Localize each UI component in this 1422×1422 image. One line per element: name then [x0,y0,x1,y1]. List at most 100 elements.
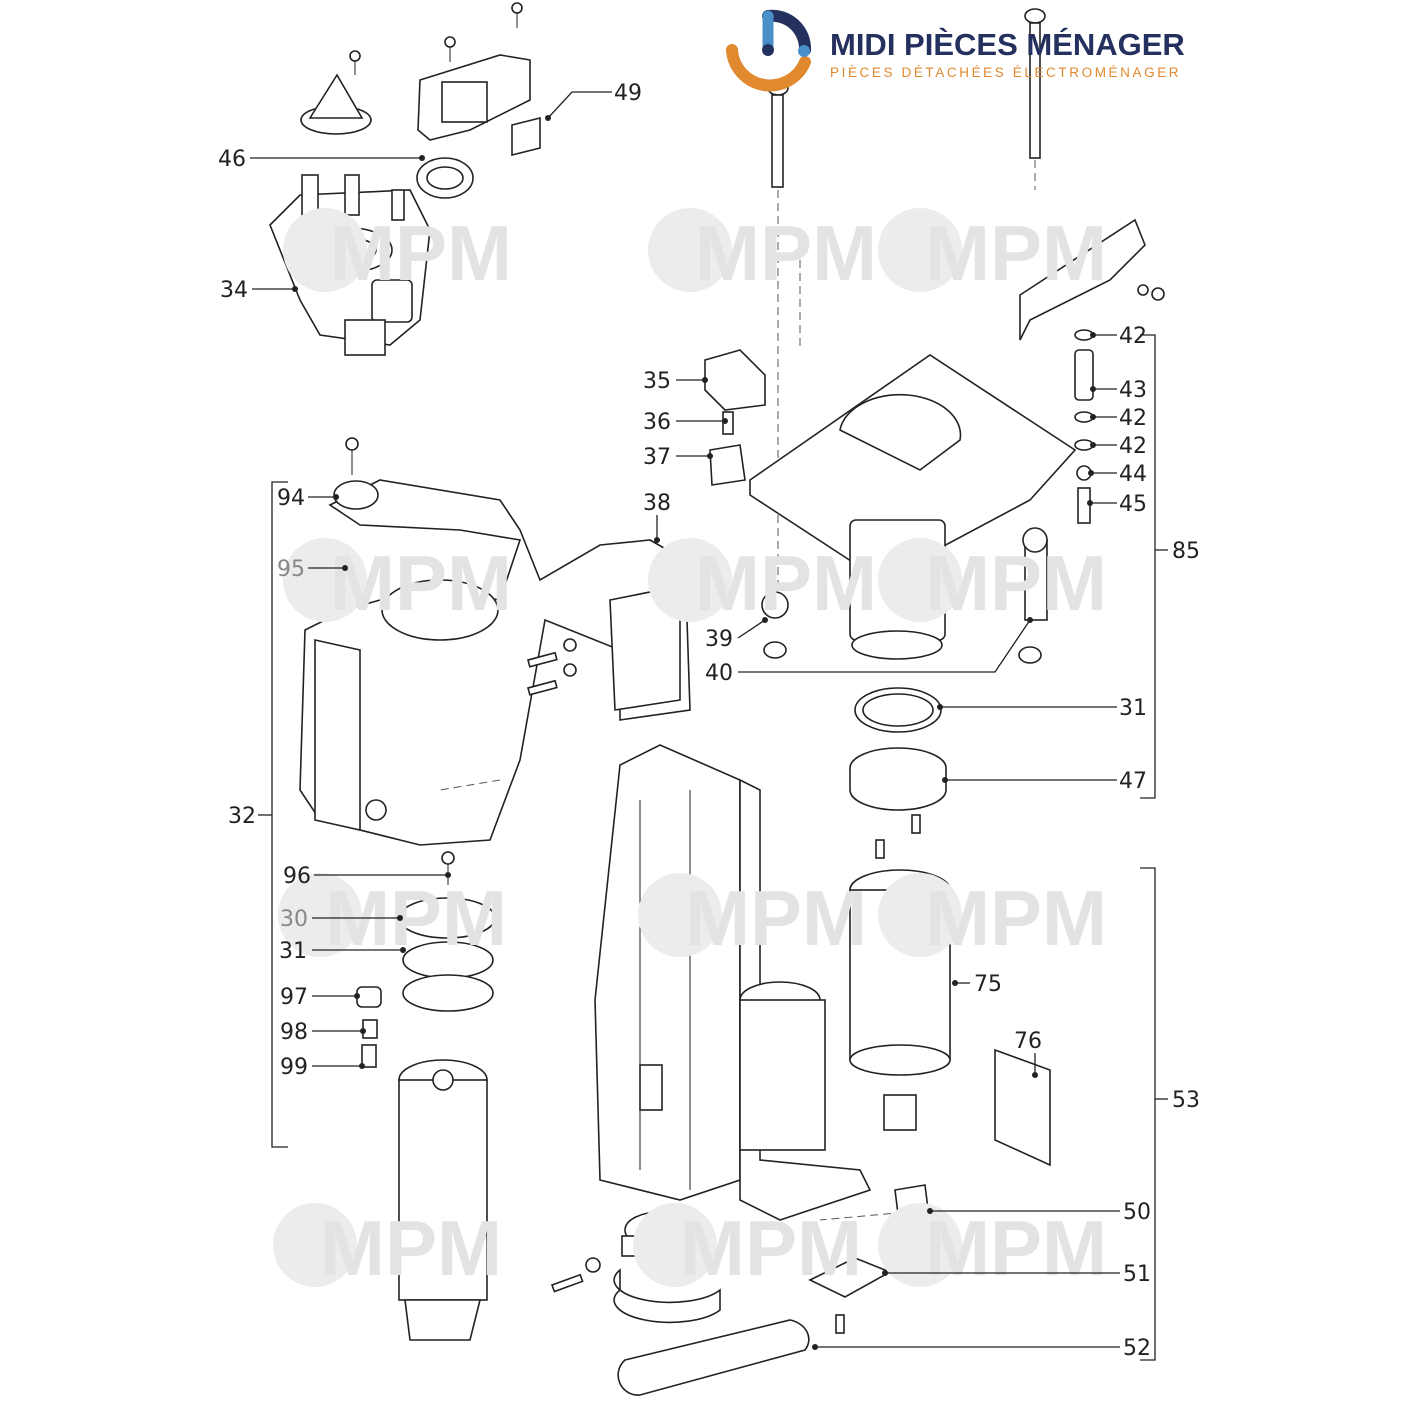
callout-label: 44 [1119,462,1147,487]
callout-45: 45 [1087,492,1147,517]
callout-31: 31 [279,939,406,964]
part-31-rings [402,941,494,1012]
watermark: MPM [648,538,877,627]
watermark: MPM [648,208,877,297]
leader-dot [1090,442,1096,448]
screw [511,2,523,28]
callout-label: 75 [974,972,1002,997]
svg-text:MPM: MPM [925,539,1107,627]
leader-line [738,619,1031,673]
callout-label: 97 [280,985,308,1010]
leader-line [737,619,766,639]
part-96-screw [441,851,455,885]
part-35 [704,349,766,411]
callout-label: 31 [1119,696,1147,721]
brand-logo: MIDI PIÈCES MÉNAGER PIÈCES DÉTACHÉES ÉLE… [726,9,1185,92]
part-37 [709,444,746,486]
callout-42: 42 [1090,434,1147,459]
callout-30: 30 [280,907,403,932]
leader-dot [1027,617,1033,623]
watermark: MPM [633,1203,862,1292]
screw [444,36,456,62]
long-bolt-left [767,80,789,188]
callout-43: 43 [1090,378,1147,403]
part-31-ring [854,687,942,733]
watermark: MPM [878,208,1107,297]
leader-dot [360,1028,366,1034]
callout-46: 46 [218,147,425,172]
callout-85: 85 [1172,539,1200,564]
callout-label: 42 [1119,406,1147,431]
callout-37: 37 [643,445,713,470]
callout-38: 38 [643,491,671,543]
svg-text:MPM: MPM [330,209,512,297]
callout-50: 50 [927,1200,1151,1225]
screw [550,1257,601,1293]
leader-dot [400,947,406,953]
leader-line [547,91,612,119]
leader-dot [942,777,948,783]
screw [875,839,885,859]
watermark: MPM [273,1203,502,1292]
leader-dot [707,453,713,459]
callout-label: 36 [643,410,671,435]
callout-label: 46 [218,147,246,172]
callout-31: 31 [937,696,1147,721]
part-99 [361,1044,377,1068]
leader-dot [333,494,339,500]
logo-navy-arc [762,9,811,56]
screw [349,50,361,75]
callout-label: 51 [1123,1262,1151,1287]
part-42-43-44-45 [1074,329,1094,524]
svg-text:MPM: MPM [695,209,877,297]
part-49 [511,116,541,157]
callout-label: 85 [1172,539,1200,564]
callout-label: 49 [614,81,642,106]
leader-dot [359,1063,365,1069]
leader-dot [937,704,943,710]
leader-dot [952,980,958,986]
watermark: MPM [278,873,507,962]
part-39-gear [761,591,789,619]
callout-label: 31 [279,939,307,964]
watermark: MPM [878,873,1107,962]
callout-34: 34 [220,278,298,303]
svg-text:MPM: MPM [925,209,1107,297]
callout-52: 52 [812,1336,1151,1361]
leader-dot [1090,386,1096,392]
svg-text:MPM: MPM [695,539,877,627]
leader-dot [1032,1072,1038,1078]
callout-76: 76 [1014,1029,1042,1078]
callout-label: 95 [277,557,305,582]
callout-label: 96 [283,864,311,889]
leader-dot [654,537,660,543]
callout-label: 30 [280,907,308,932]
callout-label: 99 [280,1055,308,1080]
screws [527,638,577,696]
callout-75: 75 [952,972,1002,997]
leader-dot [1087,500,1093,506]
svg-text:MPM: MPM [320,1204,502,1292]
leader-dot [342,565,348,571]
callout-35: 35 [643,369,708,394]
callout-39: 39 [705,617,768,652]
logo-orange-arc [726,44,811,92]
screw [345,437,359,475]
callout-label: 32 [228,804,256,829]
callout-96: 96 [283,864,451,889]
leader-dot [292,286,298,292]
part-shaft [1022,527,1048,621]
leader-dot [722,418,728,424]
callout-label: 98 [280,1020,308,1045]
part-cylinder [398,1059,488,1341]
leader-dot [1090,414,1096,420]
screw [911,814,921,834]
watermark: MPM [283,538,512,627]
watermark: MPM [638,873,867,962]
part-strip [1019,218,1165,341]
callout-label: 43 [1119,378,1147,403]
part-46 [416,157,474,199]
callout-42: 42 [1090,406,1147,431]
watermark: MPM [878,538,1107,627]
bracket-85 [1140,334,1156,799]
